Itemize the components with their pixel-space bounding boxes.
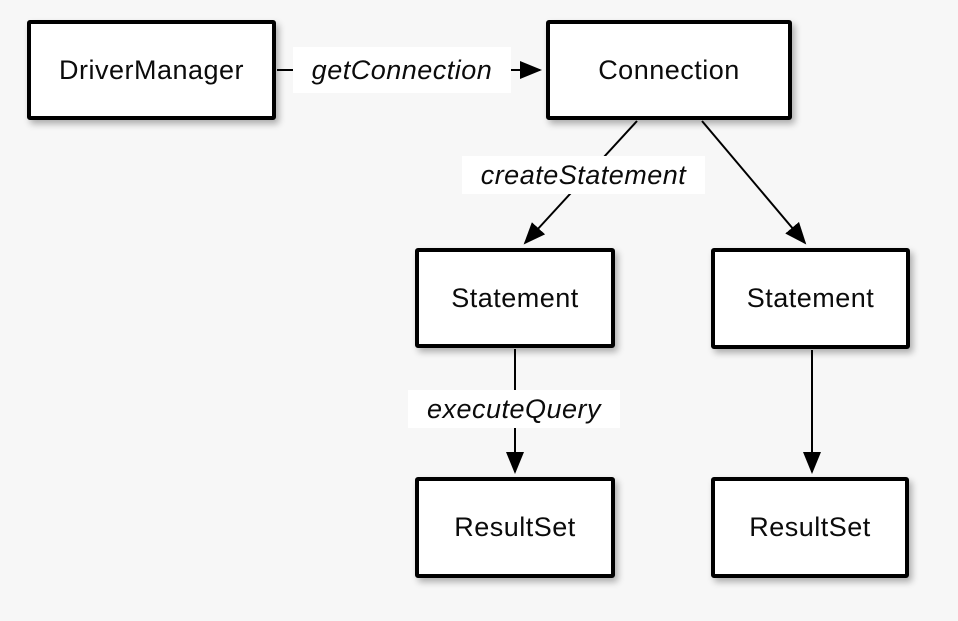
edge-label-createstatement-text: createStatement bbox=[480, 159, 687, 190]
arrow-connection-to-statement-right bbox=[701, 120, 807, 245]
node-resultset-right: ResultSet bbox=[711, 477, 909, 578]
edge-label-executequery-text: executeQuery bbox=[426, 393, 602, 424]
node-resultset-left-label: ResultSet bbox=[454, 512, 576, 542]
node-connection-label: Connection bbox=[598, 54, 740, 85]
node-statement-left: Statement bbox=[415, 248, 615, 348]
node-drivermanager-label: DriverManager bbox=[58, 54, 245, 85]
node-statement-left-label: Statement bbox=[451, 282, 579, 313]
edge-label-getconnection-text: getConnection bbox=[311, 54, 493, 85]
edge-label-createstatement: createStatement bbox=[462, 156, 705, 194]
node-statement-right-label: Statement bbox=[746, 283, 875, 313]
node-statement-right: Statement bbox=[711, 248, 910, 349]
node-resultset-left: ResultSet bbox=[415, 477, 615, 578]
edge-label-executequery: executeQuery bbox=[408, 390, 620, 428]
edge-label-getconnection: getConnection bbox=[293, 47, 511, 93]
node-connection: Connection bbox=[546, 20, 792, 120]
node-drivermanager: DriverManager bbox=[27, 20, 276, 120]
node-resultset-right-label: ResultSet bbox=[749, 512, 871, 542]
